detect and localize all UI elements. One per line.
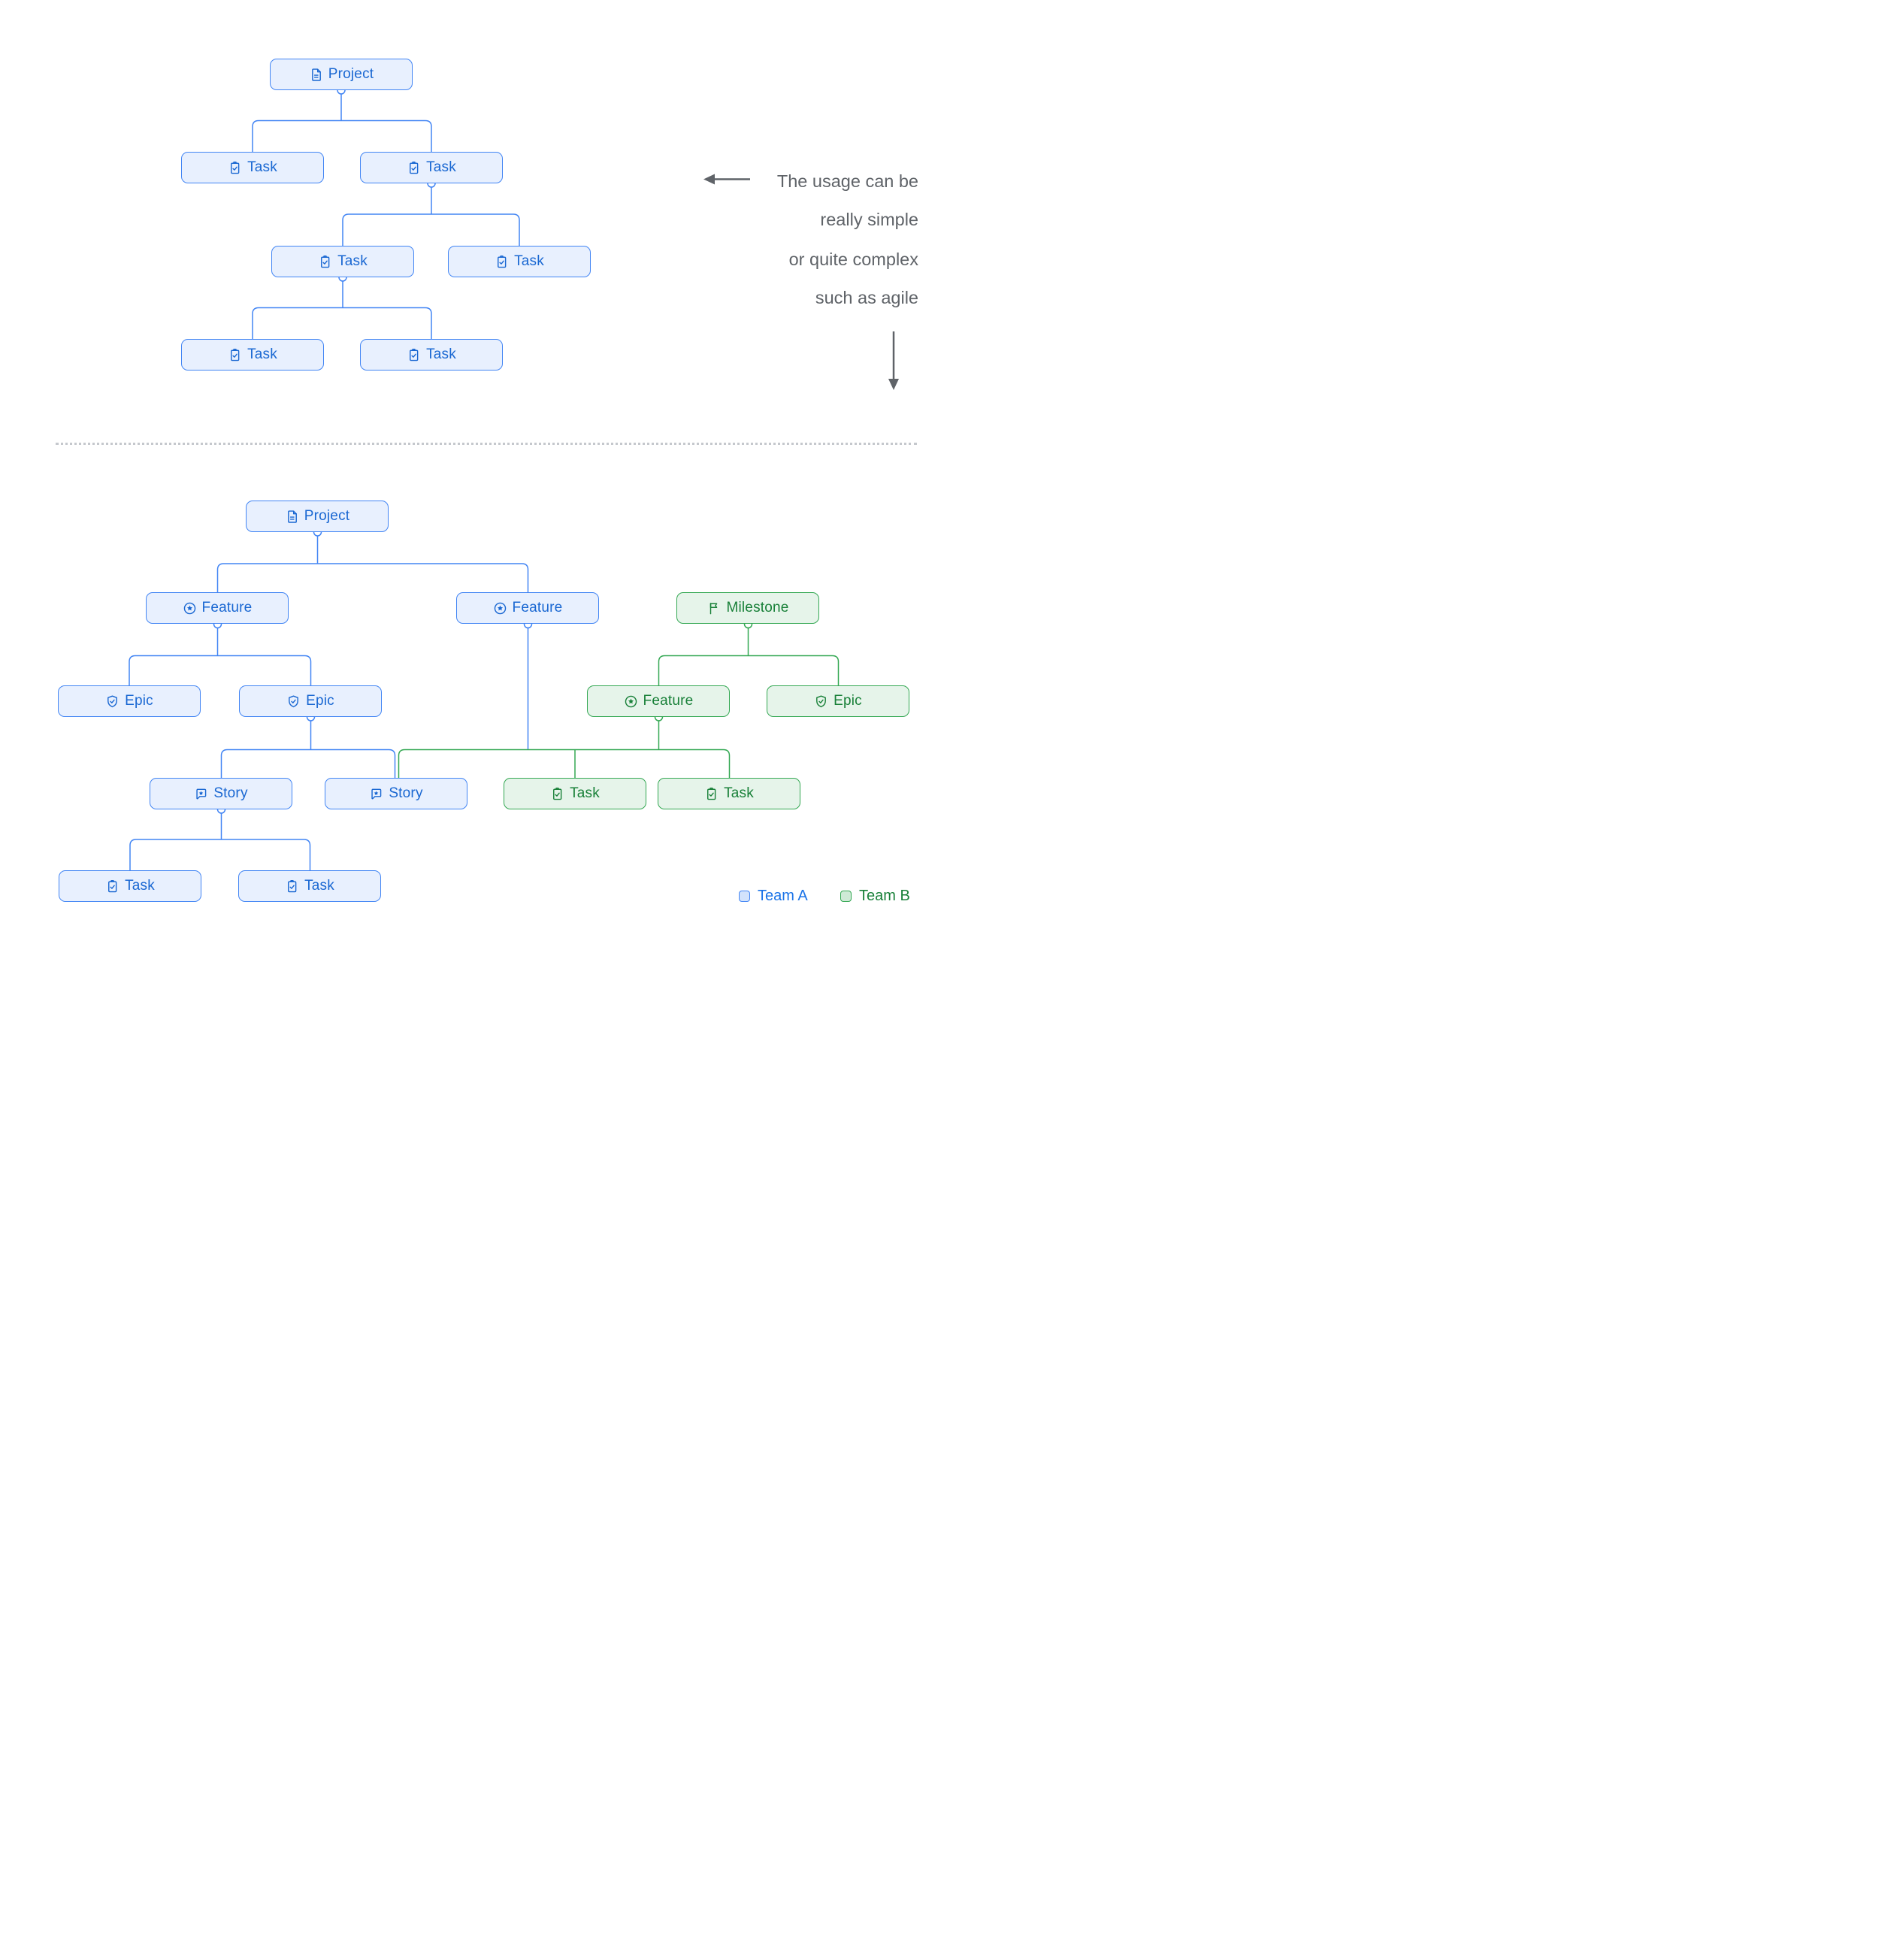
node-task: Task: [238, 870, 381, 902]
node-label: Task: [514, 253, 544, 269]
node-label: Task: [304, 878, 334, 894]
node-epic: Epic: [767, 685, 909, 717]
annotation-line: really simple: [820, 209, 918, 229]
node-epic: Epic: [58, 685, 201, 717]
node-label: Task: [247, 346, 277, 362]
team-a-label: Team A: [758, 887, 808, 904]
node-label: Story: [389, 785, 423, 801]
node-story: Story: [150, 778, 292, 809]
task-icon: [228, 348, 242, 362]
node-task: Task: [360, 339, 503, 371]
node-label: Epic: [125, 693, 153, 709]
task-icon: [550, 787, 564, 801]
node-label: Epic: [834, 693, 862, 709]
node-label: Task: [337, 253, 368, 269]
project-icon: [285, 510, 299, 524]
dotted-divider: [56, 443, 917, 445]
node-task: Task: [504, 778, 646, 809]
node-task: Task: [448, 246, 591, 277]
team-a-swatch: [739, 890, 750, 902]
node-label: Task: [426, 346, 456, 362]
node-project: Project: [246, 501, 389, 532]
node-label: Feature: [201, 600, 253, 616]
legend-team-a: Team A: [739, 887, 808, 904]
story-icon: [194, 787, 208, 801]
node-label: Feature: [512, 600, 563, 616]
task-icon: [495, 255, 509, 269]
annotation-text: The usage can be really simple or quite …: [603, 162, 918, 316]
node-task: Task: [271, 246, 414, 277]
connector-lines: [129, 86, 899, 870]
feature-icon: [493, 601, 507, 616]
node-label: Epic: [306, 693, 334, 709]
task-icon: [228, 161, 242, 175]
annotation-line: The usage can be: [776, 171, 918, 191]
node-label: Milestone: [726, 600, 789, 616]
node-story: Story: [325, 778, 467, 809]
node-feature: Feature: [146, 592, 289, 624]
node-milestone: Milestone: [676, 592, 819, 624]
node-feature: Feature: [587, 685, 730, 717]
node-label: Task: [247, 159, 277, 175]
team-b-swatch: [840, 890, 852, 902]
epic-icon: [814, 694, 828, 709]
task-icon: [105, 879, 120, 894]
project-icon: [309, 68, 323, 82]
node-task: Task: [181, 152, 324, 183]
epic-icon: [286, 694, 301, 709]
story-icon: [369, 787, 383, 801]
arrow-down-icon: [888, 331, 899, 390]
feature-icon: [183, 601, 197, 616]
milestone-icon: [706, 601, 721, 616]
task-icon: [407, 161, 421, 175]
node-label: Story: [213, 785, 248, 801]
node-label: Feature: [643, 693, 694, 709]
node-task: Task: [658, 778, 800, 809]
node-feature: Feature: [456, 592, 599, 624]
node-task: Task: [181, 339, 324, 371]
node-label: Project: [304, 508, 350, 524]
task-icon: [285, 879, 299, 894]
legend-team-b: Team B: [840, 887, 910, 904]
node-task: Task: [360, 152, 503, 183]
node-label: Task: [125, 878, 155, 894]
diagram-canvas: Project Task Task Task Task Task Task Th…: [0, 0, 952, 980]
node-label: Task: [724, 785, 754, 801]
feature-icon: [624, 694, 638, 709]
annotation-line: or quite complex: [788, 250, 918, 269]
team-b-label: Team B: [859, 887, 910, 904]
node-task: Task: [59, 870, 201, 902]
node-label: Task: [570, 785, 600, 801]
epic-icon: [105, 694, 120, 709]
task-icon: [318, 255, 332, 269]
node-epic: Epic: [239, 685, 382, 717]
task-icon: [407, 348, 421, 362]
node-label: Task: [426, 159, 456, 175]
annotation-line: such as agile: [815, 287, 918, 307]
task-icon: [704, 787, 719, 801]
node-project: Project: [270, 59, 413, 90]
node-label: Project: [328, 66, 374, 82]
